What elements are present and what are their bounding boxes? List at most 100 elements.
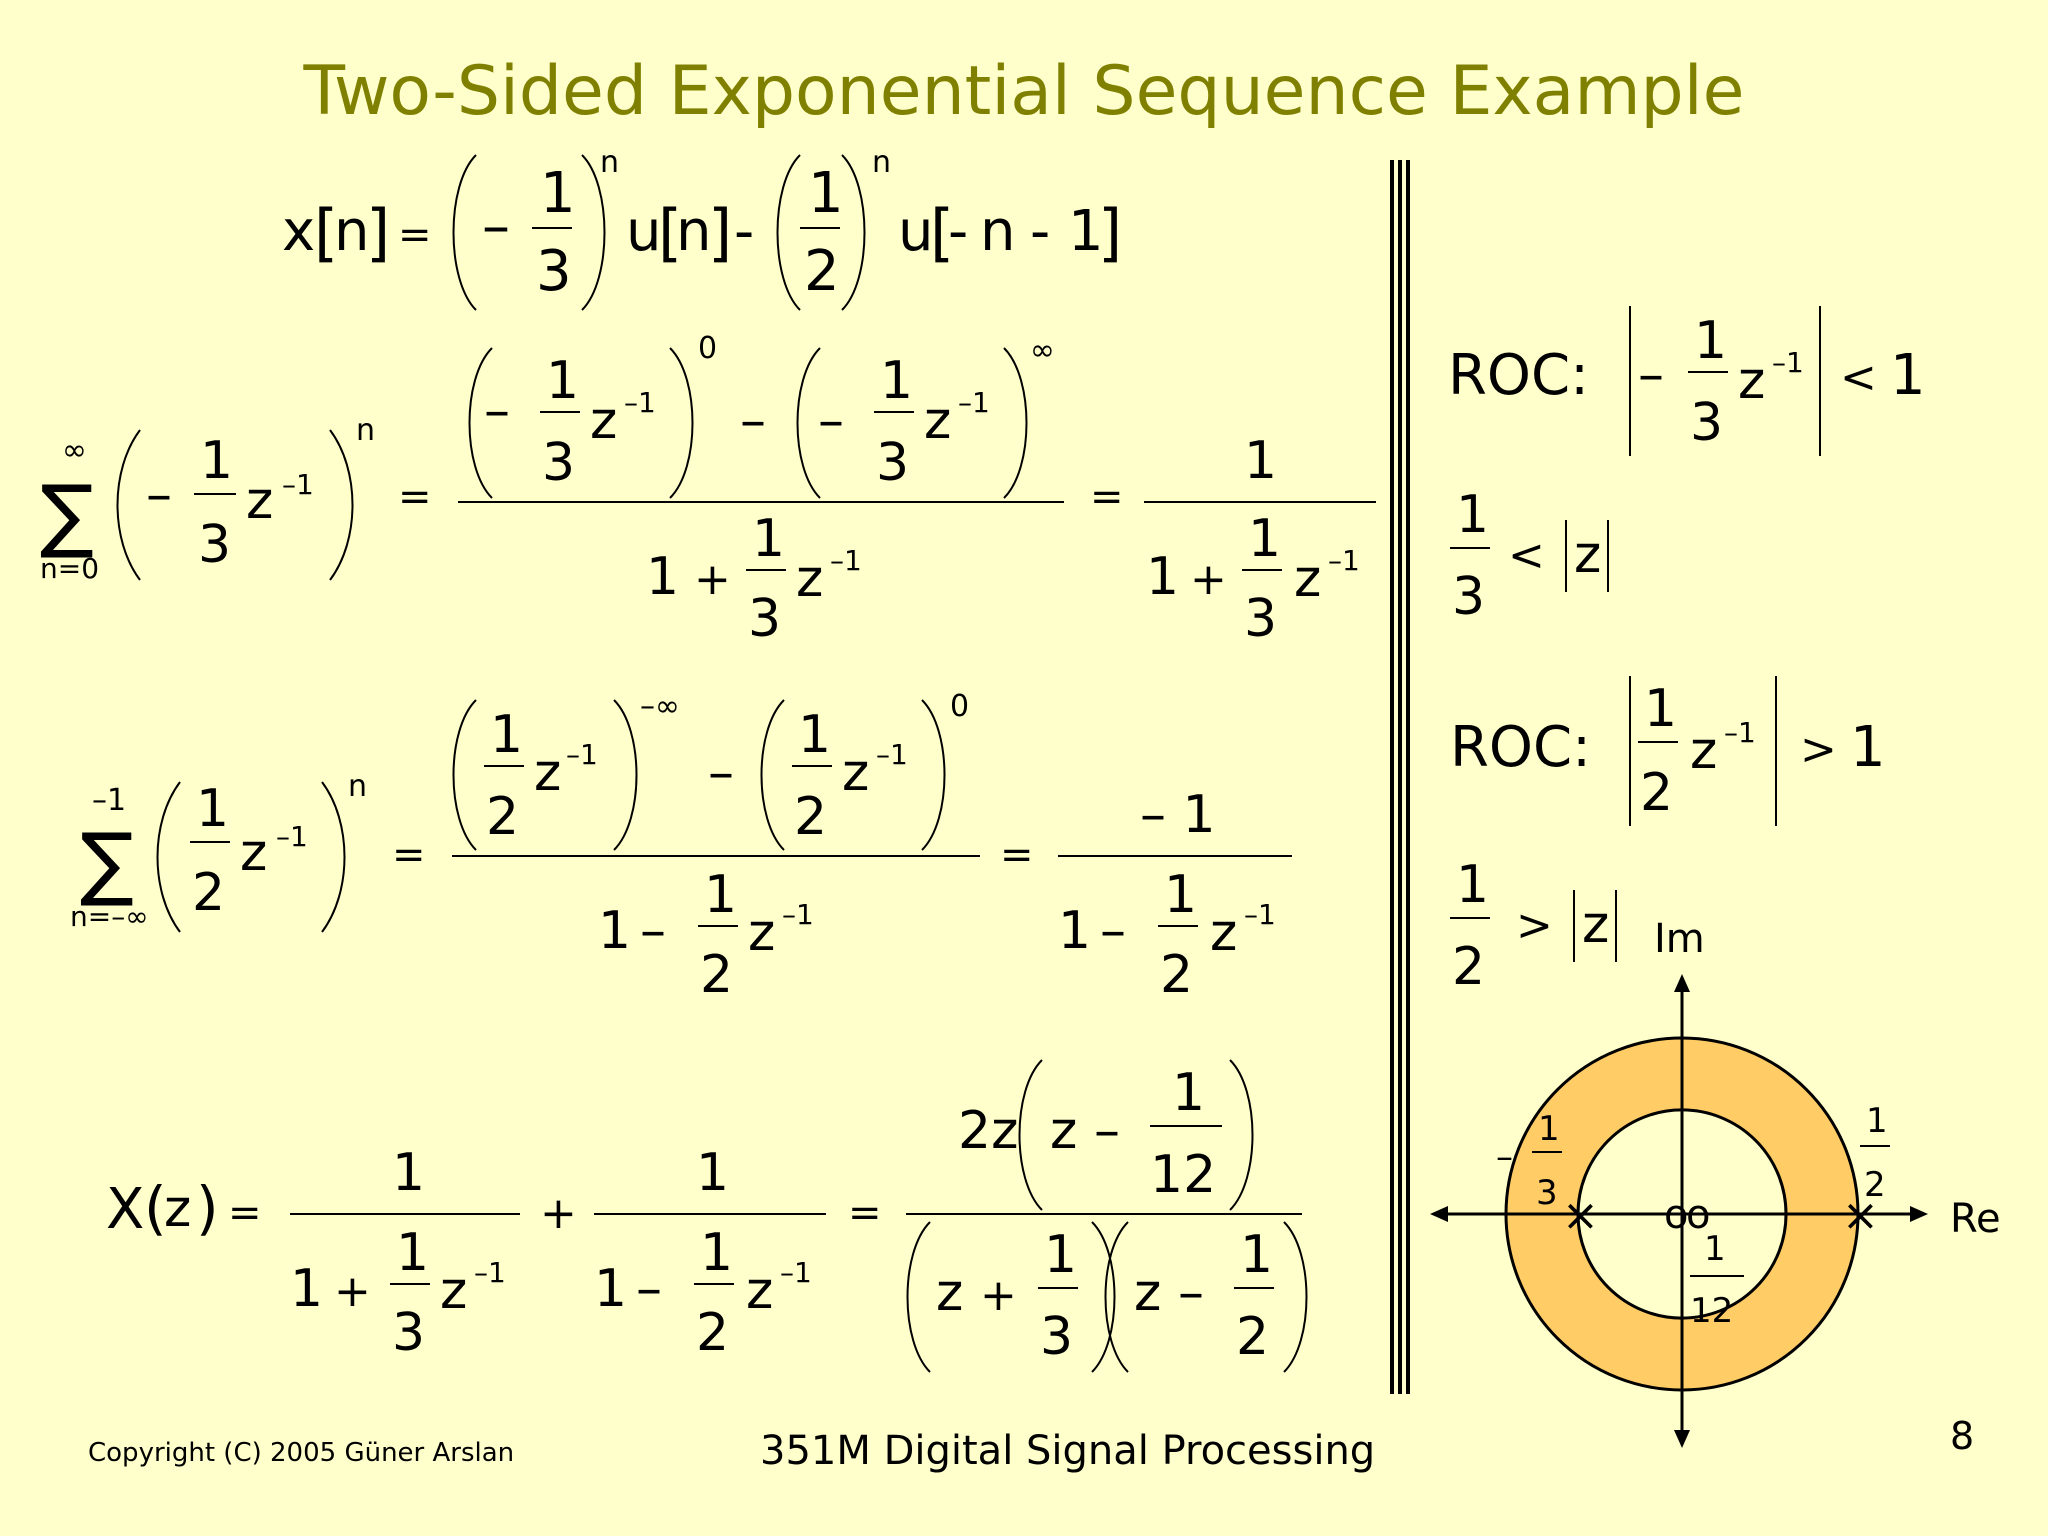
minus-sign: – <box>146 465 172 525</box>
one-digit: 1 <box>594 1259 627 1319</box>
fraction-denominator: 2 <box>696 1303 729 1363</box>
imag-axis-arrow-down <box>1674 1430 1690 1448</box>
exponent-n: n <box>356 413 375 448</box>
zero-label-twelfth: 1 12 <box>1690 1229 1744 1331</box>
pole-marker: × <box>1562 1190 1599 1241</box>
minus-sign: – <box>484 381 510 441</box>
course-name: 351M Digital Signal Processing <box>760 1428 1376 1474</box>
one-digit: 1 <box>646 547 679 607</box>
minus-sign: – <box>1094 1101 1120 1161</box>
exponent: –1 <box>1772 346 1804 379</box>
z-symbol: z <box>164 1179 191 1239</box>
fraction-denominator: 2 <box>1640 763 1673 823</box>
fraction-numerator: 1 <box>1456 485 1489 545</box>
pole-marker: × <box>1842 1190 1879 1241</box>
minus-sign: – <box>818 391 844 451</box>
paren-left <box>116 429 141 581</box>
sum-upper-limit: ∞ <box>62 433 87 468</box>
one-digit: 1 <box>1058 901 1091 961</box>
paren-right <box>1091 1221 1116 1373</box>
paren-right <box>613 699 638 851</box>
z-symbol: z <box>534 743 561 803</box>
equation-definition: x [ n ] = – 1 3 n u [ n ] - 1 2 n u [ - <box>282 145 1122 311</box>
exponent: –1 <box>566 738 598 771</box>
z-symbol: z <box>1574 525 1601 585</box>
one-digit: 1 <box>290 1259 323 1319</box>
minus-sign: – <box>740 391 766 451</box>
exponent: –1 <box>876 738 908 771</box>
exponent: –1 <box>624 386 656 419</box>
exponent-zero: 0 <box>950 689 969 724</box>
roc-causal-simplified: 1 3 < z <box>1450 485 1609 627</box>
fraction-numerator: 1 <box>546 351 579 411</box>
plus-sign: + <box>540 1188 577 1239</box>
z-symbol: z <box>796 549 823 609</box>
bracket-left: [ <box>314 196 338 269</box>
paren-right <box>921 699 946 851</box>
plus-sign: + <box>980 1270 1017 1321</box>
sum-lower-limit: n=0 <box>40 552 99 585</box>
equals-sign: = <box>398 212 432 258</box>
equation-causal-sum: ∞ ∑ n=0 – 1 3 z –1 n = – 1 3 z –1 0 – – <box>40 331 1376 649</box>
fraction-denominator: 3 <box>1040 1307 1073 1367</box>
fraction-denominator: 2 <box>700 945 733 1005</box>
imag-axis-arrow-up <box>1674 974 1690 992</box>
vertical-divider <box>1390 160 1410 1394</box>
fraction-denominator: 3 <box>392 1303 425 1363</box>
equals-sign: = <box>1090 474 1124 520</box>
label-sign: – <box>1496 1137 1513 1177</box>
fraction-numerator: 1 <box>1244 431 1277 491</box>
sum-upper-limit: –1 <box>92 783 126 818</box>
minus-sign: – <box>1178 1263 1204 1323</box>
exponent: –1 <box>282 468 314 501</box>
paren-right <box>669 347 694 499</box>
n-symbol: n <box>676 199 712 264</box>
one-digit: 1 <box>1068 199 1104 264</box>
z-symbol: z <box>748 903 775 963</box>
minus-sign: - <box>734 199 754 264</box>
exponent: –1 <box>474 1256 506 1289</box>
u-symbol: u <box>898 199 934 264</box>
u-symbol: u <box>626 199 662 264</box>
less-than-sign: < <box>1840 352 1877 403</box>
equation-anticausal-sum: –1 ∑ n=–∞ 1 2 z –1 n = 1 2 z –1 –∞ – 1 2 <box>70 689 1292 1005</box>
label-numerator: 1 <box>1538 1109 1560 1149</box>
real-axis-arrow-left <box>1430 1206 1448 1222</box>
fraction-denominator: 3 <box>1690 393 1723 453</box>
roc-causal: ROC: – 1 3 z –1 < 1 <box>1448 306 1926 456</box>
n-symbol: n <box>334 199 370 264</box>
one-digit: 1 <box>1146 547 1179 607</box>
minus-sign: – <box>482 194 510 259</box>
minus-sign: - <box>948 199 968 264</box>
paren-right <box>1283 1221 1308 1373</box>
exponent-n: n <box>600 145 619 180</box>
fraction-numerator: 1 <box>540 161 576 226</box>
sum-sigma: ∑ <box>80 816 134 909</box>
fraction-numerator: 1 <box>1644 679 1677 739</box>
minus-sign: – <box>708 743 734 803</box>
paren-left <box>1104 1221 1129 1373</box>
paren-right <box>329 429 354 581</box>
bracket-right: ] <box>1098 196 1122 269</box>
paren-left <box>468 347 493 499</box>
fraction-numerator: 1 <box>808 161 844 226</box>
zero-marker: o <box>1664 1192 1688 1238</box>
greater-than-sign: > <box>1800 724 1837 775</box>
paren-left <box>760 699 785 851</box>
exponent: –1 <box>780 1256 812 1289</box>
z-symbol: z <box>246 471 273 531</box>
fraction-denominator: 3 <box>536 239 572 304</box>
fraction-numerator: 1 <box>1456 855 1489 915</box>
one-digit: 1 <box>598 901 631 961</box>
paren-left <box>156 781 181 933</box>
X-symbol: X <box>106 1177 144 1242</box>
fraction-denominator: 3 <box>748 589 781 649</box>
one-digit: 1 <box>1890 343 1926 408</box>
exponent-n: n <box>348 769 367 804</box>
fraction-denominator: 2 <box>1452 937 1485 997</box>
equals-sign: = <box>228 1190 262 1236</box>
fraction-numerator: 1 <box>752 509 785 569</box>
paren-left <box>452 154 477 311</box>
z-symbol: z <box>440 1261 467 1321</box>
